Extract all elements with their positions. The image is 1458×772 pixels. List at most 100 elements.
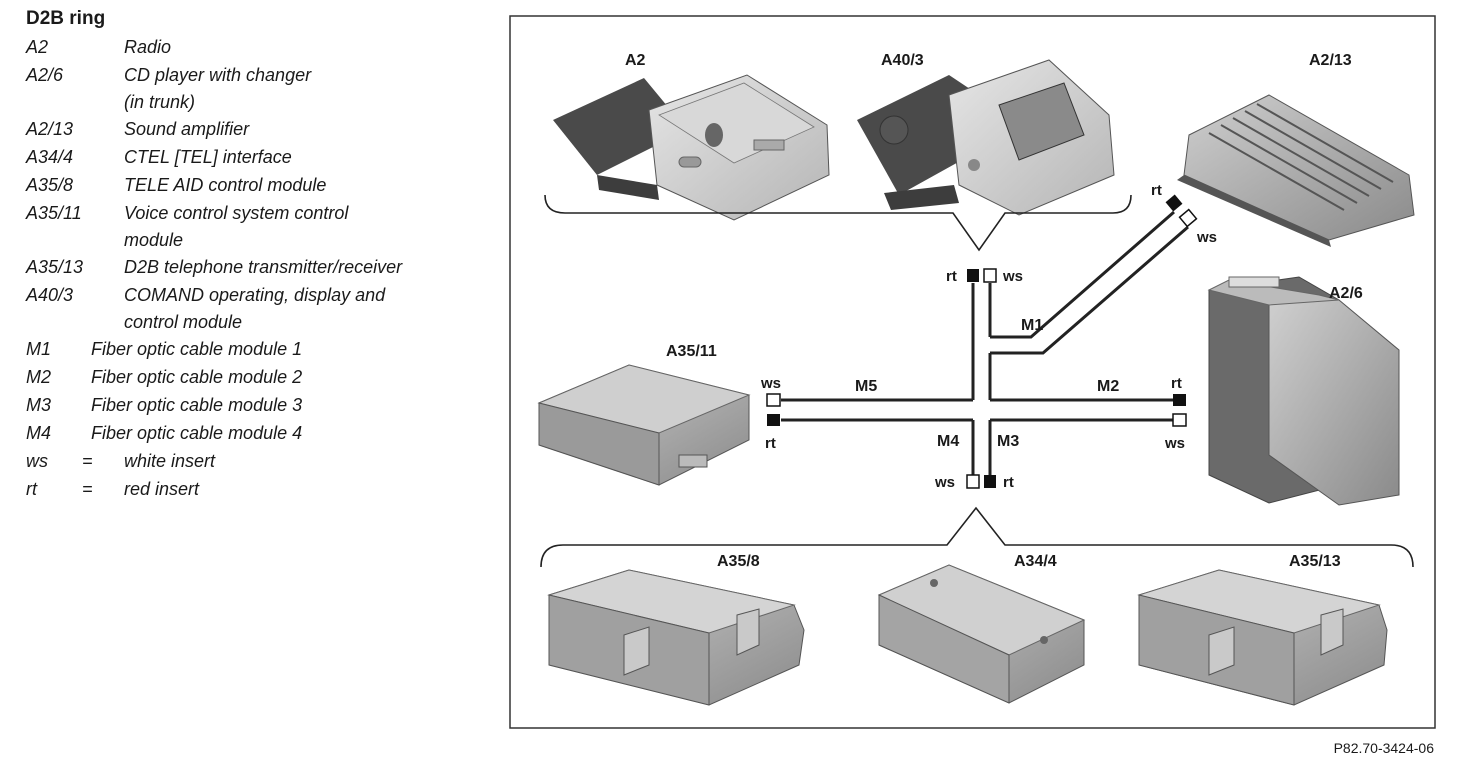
white-insert-m5 [766, 393, 781, 407]
legend-desc: (in trunk) [124, 92, 196, 112]
legend-desc: Radio [124, 37, 172, 57]
legend-entry: A2/13 Sound amplifier [26, 115, 496, 143]
legend-entry: M2 Fiber optic cable module 2 [26, 363, 496, 391]
legend-entry: A34/4 CTEL [TEL] interface [26, 143, 496, 171]
legend-entry: M3 Fiber optic cable module 3 [26, 391, 496, 419]
legend-code: A2/6 [26, 65, 64, 85]
legend-desc: Voice control system control [124, 203, 349, 223]
ctel-interface-unit-image [877, 564, 1086, 704]
voice-control-unit-image [537, 364, 751, 486]
figure-reference: P82.70-3424-06 [1333, 740, 1434, 756]
white-insert-m1 [1178, 208, 1198, 228]
legend-code: M1 [26, 339, 52, 359]
legend-desc: CD player with changer [124, 65, 312, 85]
legend-code: M3 [26, 395, 52, 415]
legend-entry-continued: control module [26, 309, 496, 335]
red-insert-m1 [1165, 194, 1183, 212]
legend-code: A35/8 [26, 175, 74, 195]
legend-code: A2/13 [26, 119, 74, 139]
insert-label-ws-m1: ws [1196, 229, 1217, 246]
label-m1: M1 [1021, 317, 1043, 334]
legend-title: D2B ring [26, 8, 106, 29]
legend-code: A40/3 [26, 285, 74, 305]
legend-desc: white insert [124, 451, 216, 471]
fiber-optic-cables [781, 210, 1189, 475]
label-a2-13: A2/13 [1309, 52, 1352, 69]
white-insert-m2 [1172, 413, 1187, 427]
legend-entry-continued: module [26, 227, 496, 253]
legend-code: M4 [26, 423, 52, 443]
bottom-group-brace [540, 506, 1414, 568]
diagram-canvas: A2 A40/3 A2/13 A2/6 A35/11 A35/8 A34/4 A… [509, 15, 1436, 729]
red-insert-bottom [984, 475, 996, 488]
legend-entry: A35/11 Voice control system control [26, 199, 496, 227]
legend-entry: A35/8 TELE AID control module [26, 171, 496, 199]
legend-equals: = [82, 451, 93, 471]
label-a40-3: A40/3 [881, 52, 924, 69]
legend: D2B ring A2 Radio A2/6 CD player with ch… [26, 8, 496, 503]
red-insert-m2 [1173, 394, 1186, 406]
insert-label-rt-m2: rt [1171, 375, 1182, 392]
legend-code: M2 [26, 367, 52, 387]
legend-entry: ws = white insert [26, 447, 496, 475]
legend-entry: A40/3 COMAND operating, display and [26, 281, 496, 309]
insert-label-rt-m5: rt [765, 435, 776, 452]
telephone-transceiver-unit-image [1137, 569, 1388, 706]
legend-code: A35/11 [26, 203, 82, 223]
legend-entry: M1 Fiber optic cable module 1 [26, 335, 496, 363]
legend-desc: Sound amplifier [124, 119, 250, 139]
legend-desc: Fiber optic cable module 1 [91, 339, 303, 359]
legend-entry: A2/6 CD player with changer [26, 61, 496, 89]
legend-desc: Fiber optic cable module 2 [91, 367, 303, 387]
insert-label-rt-top: rt [946, 268, 957, 285]
legend-code: A2 [26, 37, 49, 57]
top-group-brace [544, 194, 1132, 252]
legend-entry-continued: (in trunk) [26, 89, 496, 115]
label-m3: M3 [997, 433, 1019, 450]
insert-label-rt-m1: rt [1151, 182, 1162, 199]
d2b-ring-diagram: A2 A40/3 A2/13 A2/6 A35/11 A35/8 A34/4 A… [509, 15, 1436, 729]
label-m5: M5 [855, 378, 877, 395]
red-insert-m5 [767, 414, 780, 426]
label-m4: M4 [937, 433, 959, 450]
legend-desc: TELE AID control module [124, 175, 327, 195]
tele-aid-unit-image [547, 569, 805, 706]
insert-label-ws-top: ws [1002, 268, 1023, 285]
amplifier-unit-image [1177, 94, 1415, 247]
insert-label-ws-m2: ws [1164, 435, 1185, 452]
legend-code: rt [26, 479, 37, 499]
label-a2: A2 [625, 52, 646, 69]
legend-desc: red insert [124, 479, 200, 499]
legend-desc: Fiber optic cable module 3 [91, 395, 303, 415]
legend-desc: module [124, 230, 184, 250]
legend-desc: Fiber optic cable module 4 [91, 423, 303, 443]
white-insert-top [983, 268, 997, 283]
legend-desc: CTEL [TEL] interface [124, 147, 292, 167]
comand-unit-image [857, 59, 1115, 216]
legend-entry: M4 Fiber optic cable module 4 [26, 419, 496, 447]
cd-changer-unit-image [1207, 276, 1400, 506]
radio-unit-image [553, 74, 830, 221]
legend-equals: = [82, 479, 93, 499]
insert-markers [766, 194, 1198, 489]
legend-code: A35/13 [26, 257, 84, 277]
legend-desc: D2B telephone transmitter/receiver [124, 257, 403, 277]
insert-label-ws-m5: ws [760, 375, 781, 392]
label-m2: M2 [1097, 378, 1119, 395]
label-a2-6: A2/6 [1329, 285, 1363, 302]
legend-code: ws [26, 451, 48, 471]
legend-entry: A2 Radio [26, 33, 496, 61]
legend-desc: COMAND operating, display and [124, 285, 386, 305]
label-a35-11: A35/11 [666, 343, 717, 360]
label-a35-13: A35/13 [1289, 553, 1341, 570]
insert-label-ws-bottom: ws [934, 474, 955, 491]
white-insert-bottom [966, 474, 980, 489]
insert-label-rt-bottom: rt [1003, 474, 1014, 491]
legend-code: A34/4 [26, 147, 74, 167]
label-a34-4: A34/4 [1014, 553, 1057, 570]
legend-entry: rt = red insert [26, 475, 496, 503]
legend-desc: control module [124, 312, 243, 332]
red-insert-top [967, 269, 979, 282]
legend-entry: A35/13 D2B telephone transmitter/receive… [26, 253, 496, 281]
label-a35-8: A35/8 [717, 553, 760, 570]
